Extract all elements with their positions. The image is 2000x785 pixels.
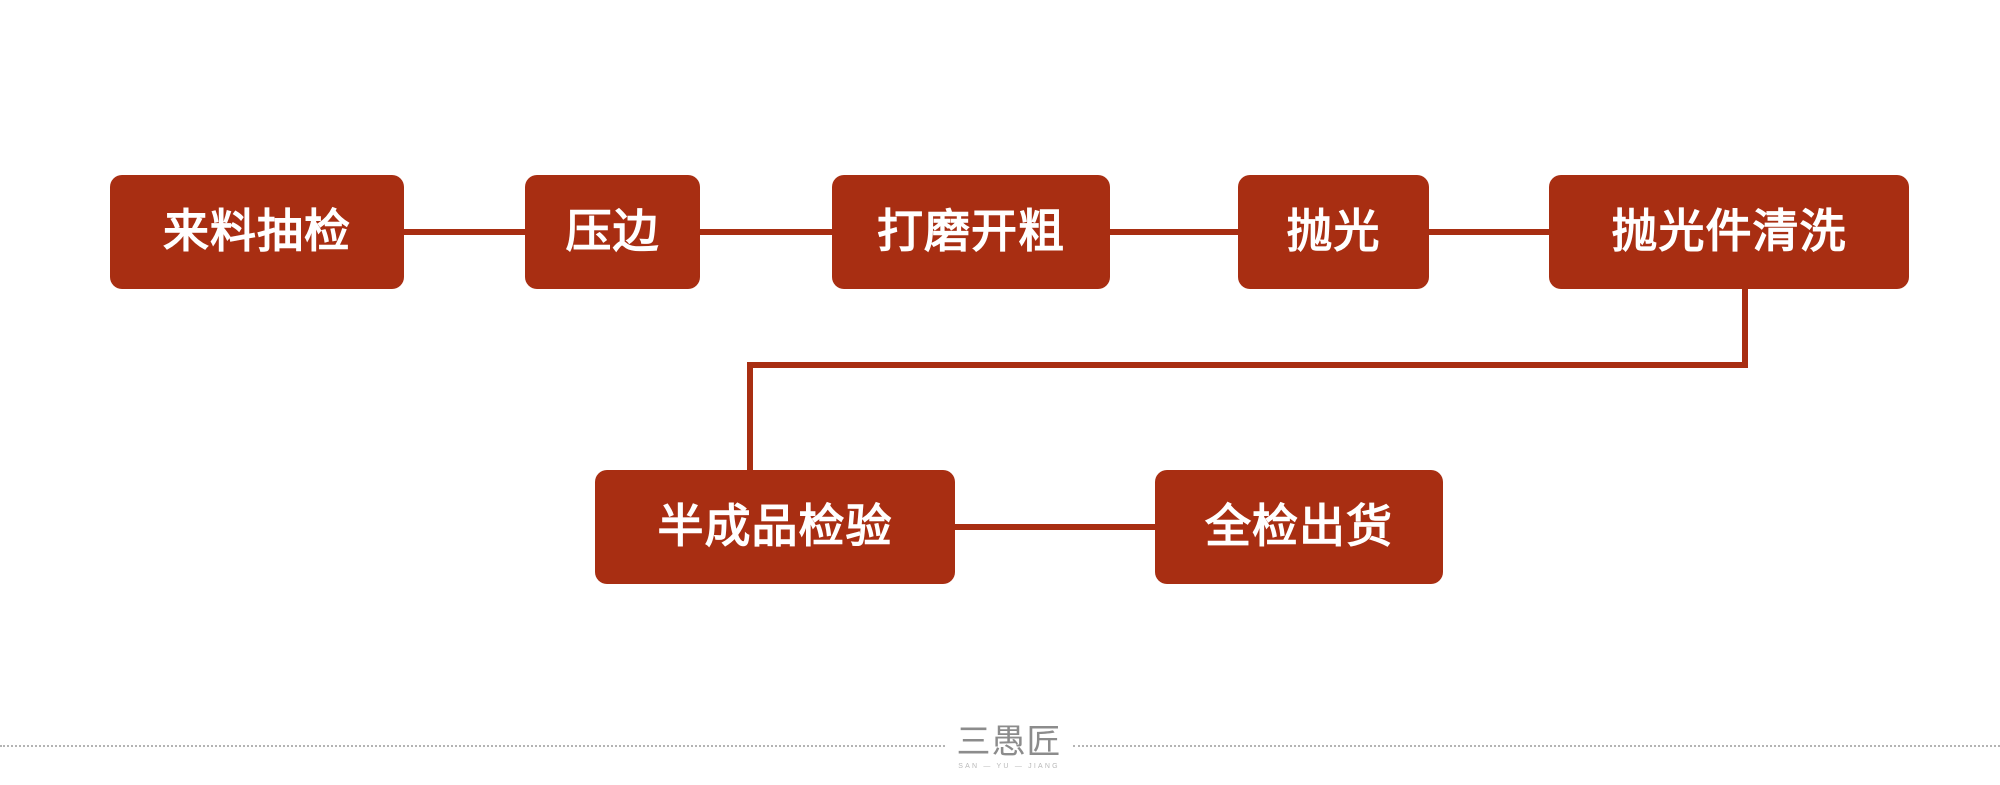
node-label: 抛光件清洗 bbox=[1611, 204, 1847, 257]
watermark-subtitle: SAN — YU — JIANG bbox=[958, 763, 1060, 770]
node-label: 打磨开粗 bbox=[877, 204, 1065, 257]
node-semi-finished-check[interactable]: 半成品检验 bbox=[595, 470, 955, 584]
node-label: 压边 bbox=[565, 204, 660, 257]
node-label: 全检出货 bbox=[1205, 499, 1393, 552]
node-full-inspection-shipping[interactable]: 全检出货 bbox=[1155, 470, 1443, 584]
watermark-logo: 三愚匠 SAN — YU — JIANG bbox=[945, 722, 1073, 785]
footer-divider-left bbox=[0, 745, 945, 747]
footer: 三愚匠 SAN — YU — JIANG bbox=[0, 722, 2000, 785]
watermark-mark: 三愚匠 bbox=[956, 722, 1062, 762]
node-label: 抛光 bbox=[1286, 204, 1381, 257]
node-rough-grinding[interactable]: 打磨开粗 bbox=[832, 175, 1110, 289]
node-incoming-inspection[interactable]: 来料抽检 bbox=[110, 175, 404, 289]
node-label: 半成品检验 bbox=[657, 499, 893, 552]
node-polished-cleaning[interactable]: 抛光件清洗 bbox=[1549, 175, 1909, 289]
node-polishing[interactable]: 抛光 bbox=[1238, 175, 1429, 289]
edge-cleaning-to-semifinished bbox=[747, 288, 1748, 478]
footer-divider-right bbox=[1073, 745, 2000, 747]
node-label: 来料抽检 bbox=[163, 204, 351, 257]
node-edge-pressing[interactable]: 压边 bbox=[525, 175, 700, 289]
